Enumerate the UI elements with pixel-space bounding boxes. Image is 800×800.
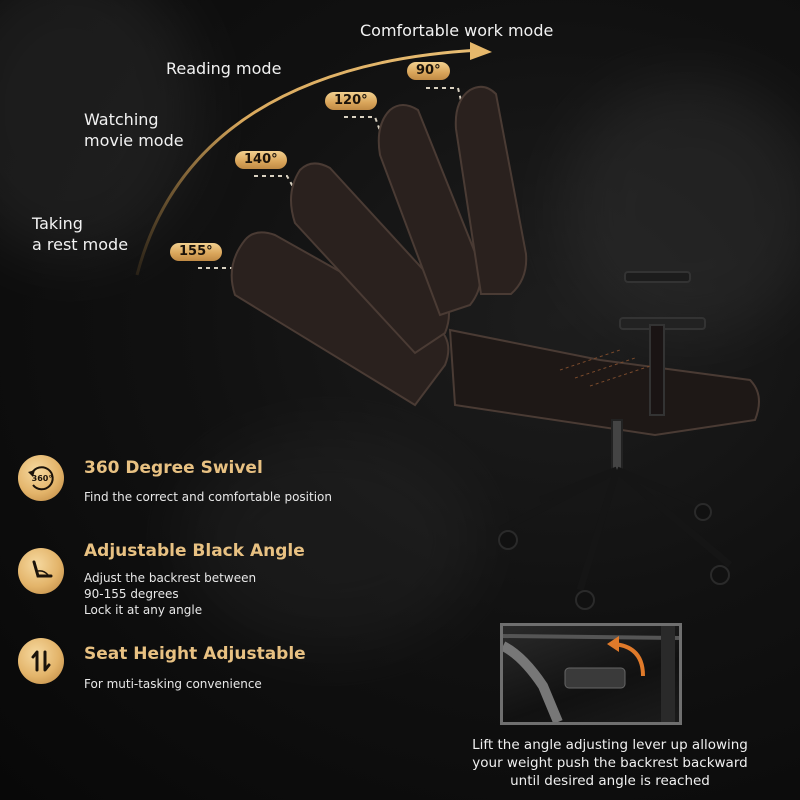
- mode-label-reading: Reading mode: [166, 59, 282, 78]
- angle-badge-90: 90°: [407, 62, 450, 80]
- mode-label-watching-line1: Watching: [84, 110, 159, 129]
- lever-handle: [564, 667, 626, 689]
- seat-edge: [503, 634, 679, 640]
- feature-title: Adjustable Black Angle: [84, 541, 305, 561]
- lever-caption: Lift the angle adjusting lever up allowi…: [472, 737, 748, 789]
- arc-arrowhead-icon: [470, 42, 492, 60]
- feature-description: Adjust the backrest between 90-155 degre…: [84, 571, 257, 617]
- reclining-seat-icon: [18, 548, 64, 594]
- rotate-360-icon: 360°: [18, 455, 64, 501]
- mode-label-work: Comfortable work mode: [360, 21, 554, 40]
- chair-frame: [503, 641, 563, 722]
- mode-label-watching: Watching movie mode: [84, 109, 184, 151]
- mode-label-watching-line2: movie mode: [84, 131, 184, 150]
- lever-photo: [500, 623, 682, 725]
- angle-badge-140: 140°: [235, 151, 287, 169]
- feature-description: For muti-tasking convenience: [84, 677, 262, 691]
- feature-title: Seat Height Adjustable: [84, 644, 306, 664]
- smoke-decoration: [560, 80, 800, 340]
- seat-stitching: [559, 349, 651, 387]
- smoke-decoration: [180, 430, 480, 650]
- feature-title: 360 Degree Swivel: [84, 458, 263, 478]
- recline-arc: [135, 48, 481, 276]
- mode-label-rest-line2: a rest mode: [32, 235, 129, 254]
- angle-badge-120: 120°: [325, 92, 377, 110]
- up-down-arrows-icon: [18, 638, 64, 684]
- chair-illustration: [230, 85, 760, 610]
- feature-description: Find the correct and comfortable positio…: [84, 490, 332, 504]
- angle-badge-155: 155°: [170, 243, 222, 261]
- svg-text:360°: 360°: [32, 474, 53, 483]
- mode-label-rest: Taking a rest mode: [32, 213, 128, 255]
- mode-label-rest-line1: Taking: [32, 214, 83, 233]
